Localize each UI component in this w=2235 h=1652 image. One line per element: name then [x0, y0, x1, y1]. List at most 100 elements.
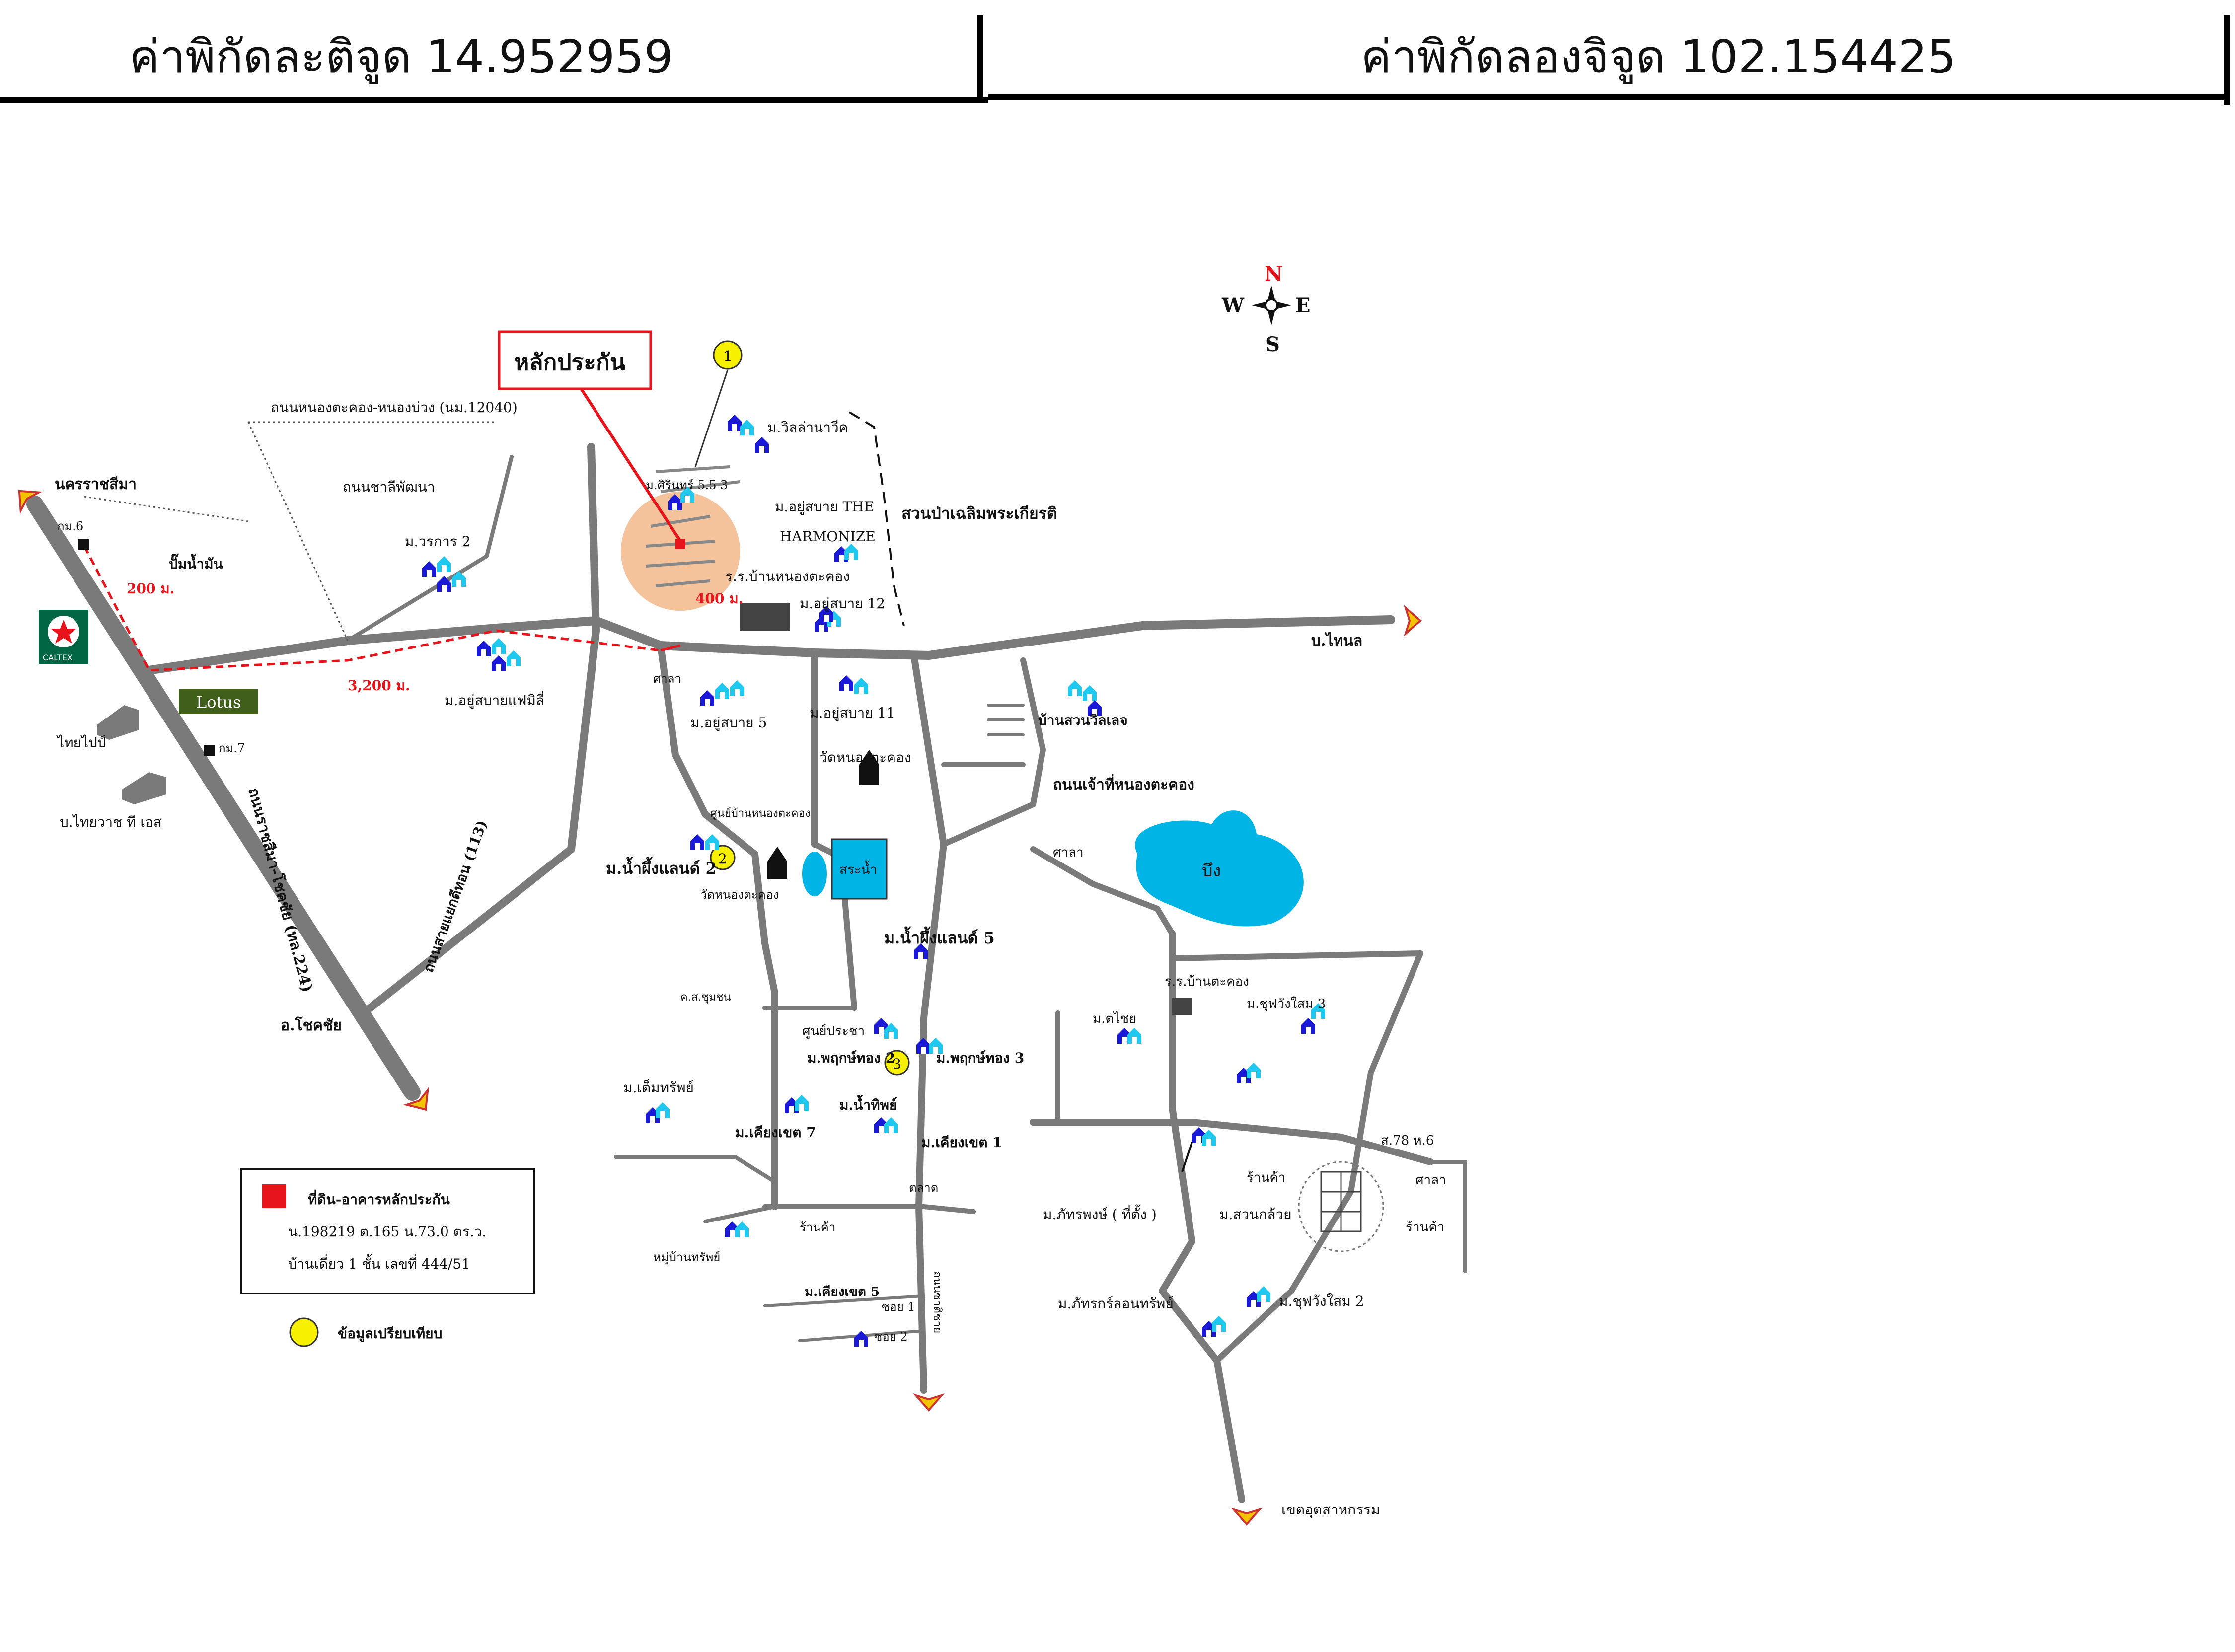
label-sala3: ศาลา — [1416, 1173, 1446, 1188]
compass-e: E — [1295, 294, 1311, 317]
label-suan: ม.สวนกล้วย — [1219, 1206, 1292, 1222]
estate-grid — [1320, 1171, 1362, 1232]
legend-item1-title: ที่ดิน-อาคารหลักประกัน — [308, 1189, 450, 1208]
compass-w: W — [1221, 294, 1245, 317]
label-harmonize-1: ม.อยู่สบาย THE — [775, 499, 874, 515]
latitude-label: ค่าพิกัดละติจูด 14.952959 — [129, 30, 673, 83]
label-school: ร.ร.บ้านหนองตะคอง — [725, 568, 850, 584]
label-pump: ปั๊มน้ำมัน — [169, 553, 223, 572]
label-village-wat: ม.วิลล่านาวีค — [767, 419, 848, 435]
road-network — [26, 443, 1467, 1503]
svg-text:2: 2 — [718, 851, 727, 867]
subject-marker — [675, 539, 685, 549]
factory-thaiwach — [122, 772, 166, 804]
label-dist200: 200 ม. — [127, 580, 174, 597]
label-sala2: ศาลา — [1053, 845, 1084, 860]
label-highway224: ถนนราชสีมา-โชคชัย (ทล.224) — [244, 786, 317, 994]
header-longitude: ค่าพิกัดลองจิจูด 102.154425 — [983, 0, 2235, 99]
highway-224 — [26, 496, 421, 1101]
lake — [1135, 810, 1304, 927]
arrow-south-2 — [915, 1394, 943, 1411]
label-village-12: ม.อยู่สบาย 12 — [800, 595, 885, 612]
school-building — [740, 603, 790, 631]
arrow-south-3 — [1233, 1508, 1261, 1525]
km7-marker — [204, 745, 215, 756]
compass-n: N — [1265, 262, 1283, 286]
compass-s: S — [1266, 333, 1280, 356]
label-thaiwach: บ.ไทยวาช ที เอส — [60, 814, 162, 830]
label-namsap: ม.น้ำทิพย์ — [839, 1094, 897, 1113]
label-road-chat: ถนนชาติชาย — [931, 1271, 943, 1333]
label-temple2: วัดหนองตะคอง — [700, 888, 779, 902]
legend-yellow-swatch — [289, 1317, 319, 1347]
label-village-warakarn: ม.วรการ 2 — [405, 533, 471, 550]
label-pruksa3: ม.พฤกษ์ทอง 3 — [936, 1050, 1024, 1066]
label-village-11: ม.อยู่สบาย 11 — [810, 705, 895, 721]
svg-text:3: 3 — [893, 1056, 901, 1072]
label-km7: กม.7 — [219, 741, 245, 755]
label-village-5: ม.อยู่สบาย 5 — [690, 715, 767, 731]
label-namphueng2: ม.น้ำผึ้งแลนด์ 2 — [606, 857, 717, 878]
svg-text:1: 1 — [723, 348, 733, 365]
label-dist3200: 3,200 ม. — [348, 677, 410, 694]
legend: ที่ดิน-อาคารหลักประกัน น.198219 ต.165 น.… — [240, 1168, 535, 1347]
svg-text:CALTEX: CALTEX — [43, 653, 73, 662]
label-market: ตลาด — [909, 1181, 938, 1195]
km6-marker — [78, 539, 89, 550]
label-soi1: ซอย 1 — [882, 1300, 915, 1314]
label-phat2: ม.ภัทรกร์ลอนทรัพย์ — [1058, 1295, 1174, 1312]
label-sala1: ศาลา — [653, 672, 681, 686]
temple2-icon — [767, 847, 787, 879]
temple-icon — [859, 750, 879, 785]
label-nakhon: นครราชสีมา — [55, 476, 137, 493]
label-temple: วัดหนองตะคอง — [820, 749, 911, 766]
header-right-edge — [2224, 15, 2230, 105]
legend-item1-line2: น.198219 ต.165 น.73.0 ตร.ว. — [288, 1223, 486, 1240]
label-garden: สวนป่าเฉลิมพระเกียรติ — [901, 504, 1057, 523]
lotus-logo: Lotus — [179, 689, 258, 714]
label-road113: ถนนสายแยกดีทอน (113) — [420, 818, 491, 974]
label-km6: กม.6 — [57, 519, 83, 533]
label-nonkhong: หมู่บ้านทรัพย์ — [653, 1250, 720, 1265]
label-chokchai: อ.โชคชัย — [281, 1016, 342, 1034]
legend-item2: ข้อมูลเปรียบเทียบ — [338, 1325, 442, 1342]
label-dist400: 400 ม. — [695, 590, 743, 607]
arrow-east — [1405, 607, 1421, 635]
label-krut7: ม.เคียงเขต 7 — [735, 1124, 816, 1141]
label-shop1: ร้านค้า — [1247, 1170, 1285, 1185]
label-school2: ร.ร.บ้านตะคอง — [1165, 974, 1249, 989]
pointer-arrow — [1181, 1142, 1193, 1172]
label-community: ค.ส.ชุมชน — [680, 991, 731, 1004]
label-road-side: ถนนชาลีพัฒนา — [343, 479, 435, 495]
pond-label: สระน้ำ — [839, 860, 877, 877]
legend-item1-line3: บ้านเดี่ยว 1 ชั้น เลขที่ 444/51 — [288, 1254, 470, 1272]
lake-label: บึง — [1202, 861, 1221, 881]
pond — [831, 838, 888, 900]
label-village-78: ส.78 ห.6 — [1381, 1133, 1434, 1148]
longitude-label: ค่าพิกัดลองจิจูด 102.154425 — [1361, 30, 1956, 83]
industrial-estate — [1298, 1161, 1384, 1252]
label-thaipipe: ไทยไปป์ — [56, 734, 106, 751]
label-shop2: ร้านค้า — [1406, 1220, 1444, 1235]
label-village-wille: บ้านสวนวิลเลจ — [1038, 712, 1128, 728]
compass-rose: N S E W — [1221, 262, 1311, 356]
collateral-callout-box — [498, 330, 652, 390]
label-center: ศูนย์ประชา — [802, 1024, 865, 1039]
header-divider — [977, 15, 983, 103]
label-cheewin3: ม.ชุฟวังใสม 3 — [1247, 997, 1326, 1011]
label-health: ศูนย์บ้านหนองตะคอง — [710, 807, 811, 820]
comparison-marker-3: 3 — [884, 1050, 910, 1076]
boundary-dotted — [84, 421, 497, 641]
label-krut1: ม.เคียงเขต 1 — [921, 1134, 1002, 1150]
comparison-marker-1: 1 — [694, 340, 743, 467]
header-latitude: ค่าพิกัดละติจูด 14.952959 — [0, 0, 983, 99]
garden-boundary — [848, 411, 905, 626]
label-namphueng5: ม.น้ำผึ้งแลนด์ 5 — [884, 926, 995, 947]
caltex-logo: CALTEX — [39, 610, 88, 664]
label-village-family: ม.อยู่สบายแฟมิลี่ — [445, 691, 544, 709]
label-soi2: ซอย 2 — [874, 1330, 908, 1344]
label-bangkok-road: บ.ไทนล — [1311, 632, 1362, 649]
school2-building — [1172, 998, 1192, 1015]
label-termsap: ม.เต็มทรัพย์ — [623, 1079, 694, 1096]
